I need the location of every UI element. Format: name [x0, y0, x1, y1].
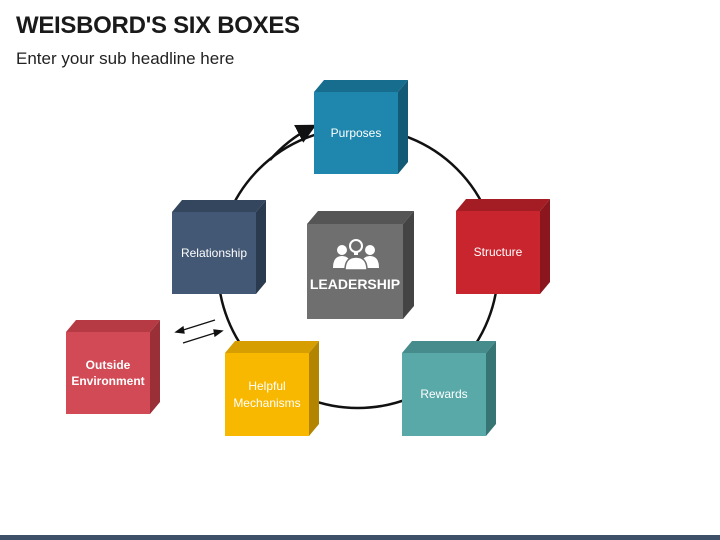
purposes-box — [314, 80, 408, 174]
structure-label: Structure — [473, 245, 523, 260]
exchange-arrows — [174, 319, 224, 344]
purposes-label: Purposes — [330, 125, 382, 140]
helpful-mechanisms-box — [225, 341, 319, 436]
outside-environment-box — [66, 320, 160, 414]
outside-environment-label: Outside Environment — [71, 357, 145, 388]
relationship-label: Relationship — [180, 245, 248, 260]
page-title: WEISBORD'S SIX BOXES — [16, 12, 300, 39]
structure-box — [456, 199, 550, 294]
rewards-box — [402, 341, 496, 436]
team-leader-icon — [333, 239, 379, 271]
bottom-bar — [0, 535, 720, 540]
helpful-mechanisms-label: Helpful Mechanisms — [233, 379, 301, 410]
cycle-arrow — [269, 124, 317, 161]
relationship-box — [172, 200, 266, 294]
page-subtitle: Enter your sub headline here — [16, 49, 235, 68]
rewards-label: Rewards — [420, 387, 468, 402]
leadership-label: LEADERSHIP — [309, 276, 401, 292]
